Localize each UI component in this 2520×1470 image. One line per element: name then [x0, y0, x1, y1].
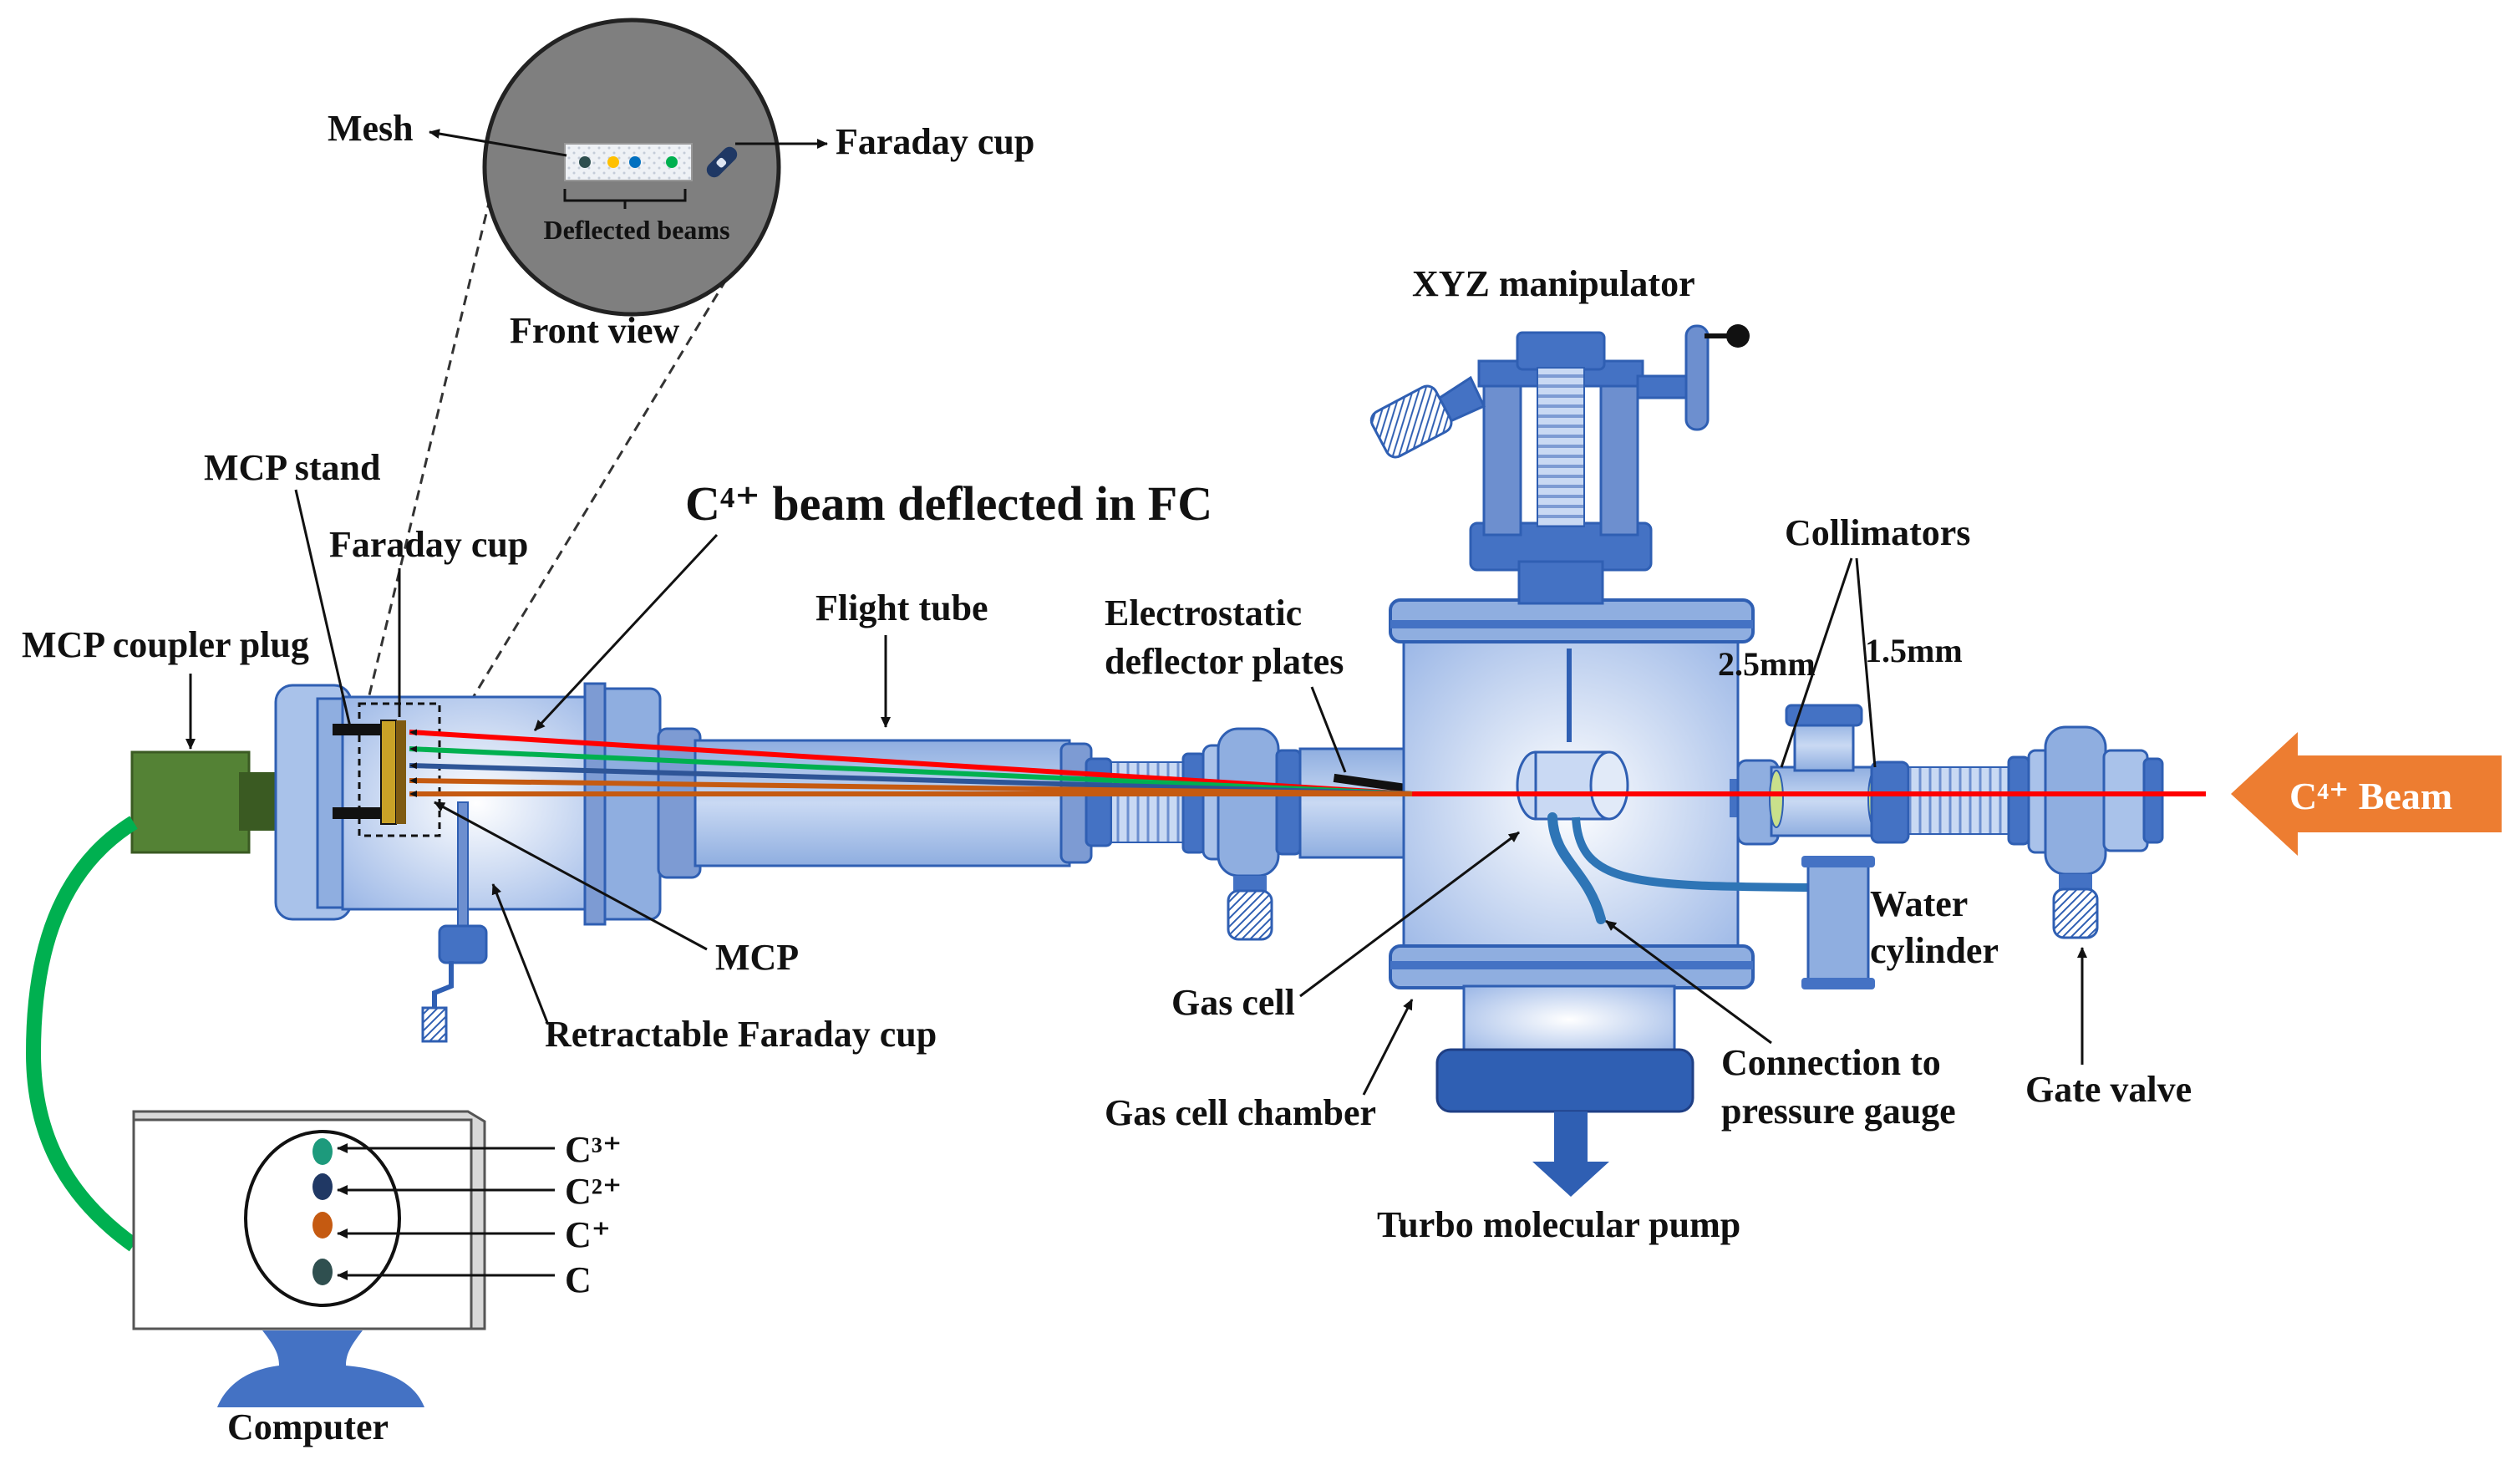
xyz-manipulator [1369, 324, 1750, 605]
mcp-label: MCP [715, 937, 799, 978]
species-label-c1: C⁺ [565, 1214, 611, 1255]
gas-cell-label: Gas cell [1171, 982, 1295, 1023]
manipulator-screw [1537, 367, 1585, 527]
mcp-stand-bar-bottom [333, 807, 391, 819]
mcp-detector [380, 720, 397, 825]
beam-spot-green [666, 156, 678, 168]
beam-spot-blue [629, 156, 641, 168]
annotations: MCP stand Faraday cup MCP coupler plug C… [22, 263, 2192, 1245]
xyz-manipulator-label: XYZ manipulator [1412, 263, 1695, 304]
c4-beam-arrow [2231, 732, 2502, 856]
flight-tube [657, 727, 1413, 941]
mcp-coupler-plug [130, 750, 251, 854]
gate-valve [2044, 725, 2107, 876]
beam-spot-dark [579, 156, 591, 168]
turbo-pump-body [1435, 1048, 1694, 1113]
water-line [1572, 816, 1809, 892]
screen-spot-c2 [312, 1173, 333, 1200]
bellows-right [1908, 766, 2013, 835]
deflected-beams-brace [563, 189, 687, 209]
screen-spot-c1 [312, 1212, 333, 1239]
beam-green [409, 745, 1413, 796]
computer-stand [217, 1330, 424, 1407]
mcp-stand-label: MCP stand [204, 447, 380, 488]
valve-knob-right [2052, 888, 2099, 939]
pump-arrow [1532, 1111, 1609, 1197]
gas-cell-chamber [1389, 598, 1875, 1197]
water-cylinder-label-1: Water [1870, 883, 1968, 924]
mcp-chamber [130, 682, 662, 1043]
mcp-cable [25, 816, 139, 1252]
retractable-fc-knob [421, 1006, 448, 1043]
collimator-section [1730, 704, 2164, 939]
species-label-c3: C³⁺ [565, 1129, 622, 1170]
valve-knob-left [1227, 889, 1273, 941]
turbo-pump-label: Turbo molecular pump [1377, 1204, 1740, 1245]
gate-valve-label: Gate valve [2025, 1069, 2192, 1110]
collimator-15-label: 1.5mm [1865, 632, 1963, 669]
retractable-fc-label: Retractable Faraday cup [545, 1014, 937, 1055]
pressure-gauge-label-2: pressure gauge [1721, 1091, 1956, 1132]
water-cylinder [1806, 857, 1870, 988]
computer-section: C³⁺ C²⁺ C⁺ C Computer [25, 816, 622, 1447]
gas-cell-chamber-label: Gas cell chamber [1105, 1092, 1376, 1133]
deflector-plate [1333, 773, 1413, 793]
screen-spot-c0 [312, 1259, 333, 1285]
electrostatic-label-2: deflector plates [1105, 641, 1344, 682]
flight-tube-label: Flight tube [815, 587, 988, 628]
beam-paths: C⁴⁺ Beam [409, 729, 2502, 856]
mcp-stand-bar-top [333, 724, 391, 735]
collimators-label: Collimators [1785, 512, 1970, 553]
electrostatic-label-1: Electrostatic [1105, 593, 1302, 633]
faraday-cup-label: Faraday cup [329, 524, 528, 565]
species-label-c0: C [565, 1259, 592, 1300]
beam-red [409, 729, 1413, 796]
species-label-c2: C²⁺ [565, 1171, 622, 1212]
collimator-25 [1769, 770, 1784, 828]
faraday-cup-plate [396, 720, 406, 824]
faraday-cup-top-label: Faraday cup [836, 121, 1034, 162]
water-cylinder-label-2: cylinder [1870, 930, 1999, 971]
retractable-fc-rod [457, 801, 469, 928]
front-view-label: Front view [510, 310, 679, 351]
manipulator-knob [1369, 384, 1453, 459]
c4-beam-label: C⁴⁺ Beam [2289, 775, 2452, 817]
computer-label: Computer [227, 1406, 389, 1447]
pressure-gauge-label-1: Connection to [1721, 1042, 1941, 1083]
mesh-label: Mesh [328, 108, 414, 149]
deflected-beams-label: Deflected beams [543, 215, 729, 245]
beam-deflected-title: C⁴⁺ beam deflected in FC [685, 476, 1212, 531]
faraday-cup-icon [706, 146, 738, 178]
mcp-coupler-plug-label: MCP coupler plug [22, 624, 309, 665]
collimator-25-label: 2.5mm [1718, 645, 1816, 683]
screen-spot-c3 [312, 1138, 333, 1165]
pressure-gauge-line [1547, 812, 1606, 924]
beam-spot-yellow [607, 156, 619, 168]
